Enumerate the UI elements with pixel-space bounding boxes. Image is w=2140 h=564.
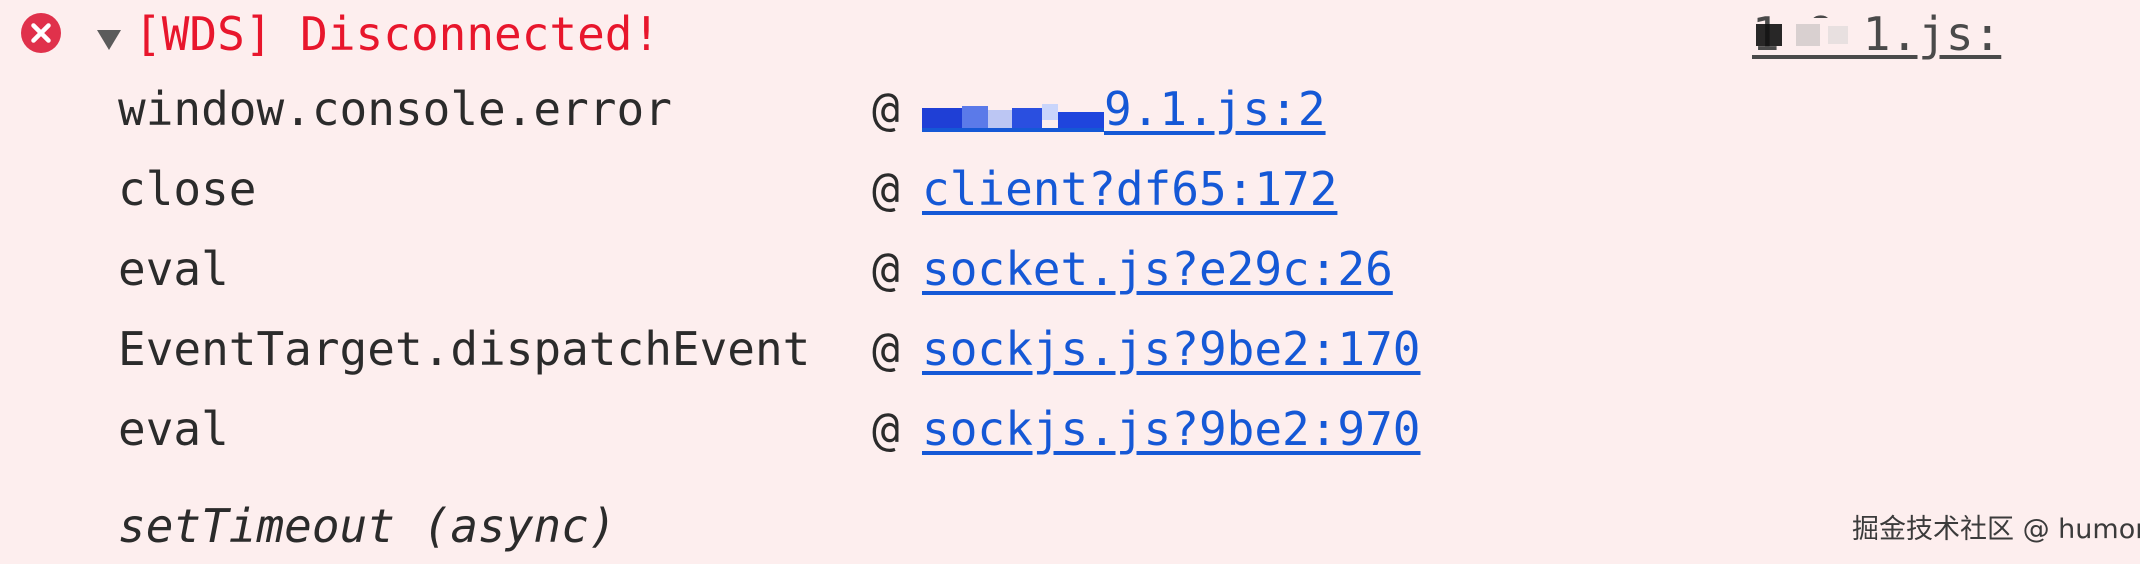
stack-frame-row: window.console.error @ 9.1.js:2 [0, 74, 2140, 144]
triangle-down-icon[interactable] [94, 24, 124, 54]
stack-function-name: eval [118, 242, 229, 296]
watermark: 掘金技术社区 @ humor [1852, 514, 2140, 545]
redacted-blur [1756, 18, 1856, 52]
at-separator: @ [872, 162, 900, 216]
stack-frame-row: close @ client?df65:172 [0, 154, 2140, 224]
stack-function-name: window.console.error [118, 82, 672, 136]
stack-function-name: EventTarget.dispatchEvent [118, 322, 811, 376]
stack-frame-link[interactable]: sockjs.js?9be2:970 [922, 402, 1421, 456]
stack-function-name: eval [118, 402, 229, 456]
stack-frame-link[interactable]: socket.js?e29c:26 [922, 242, 1393, 296]
error-message: [WDS] Disconnected! [134, 7, 661, 61]
stack-frame-link[interactable]: client?df65:172 [922, 162, 1338, 216]
at-separator: @ [872, 322, 900, 376]
stack-frame-row: EventTarget.dispatchEvent @ sockjs.js?9b… [0, 314, 2140, 384]
stack-frame-row: eval @ sockjs.js?9be2:970 [0, 394, 2140, 464]
stack-frame-link[interactable]: 9.1.js:2 [1104, 82, 1326, 136]
error-circle-icon [21, 13, 61, 53]
stack-function-name: close [118, 162, 257, 216]
at-separator: @ [872, 402, 900, 456]
console-error-header[interactable]: [WDS] Disconnected! 1.9.1.js: [0, 0, 2140, 70]
stack-frame-row: eval @ socket.js?e29c:26 [0, 234, 2140, 304]
async-separator: setTimeout (async) [118, 499, 617, 553]
at-separator: @ [872, 242, 900, 296]
at-separator: @ [872, 82, 900, 136]
redacted-blur [922, 102, 1104, 132]
stack-frame-link[interactable]: sockjs.js?9be2:170 [922, 322, 1421, 376]
